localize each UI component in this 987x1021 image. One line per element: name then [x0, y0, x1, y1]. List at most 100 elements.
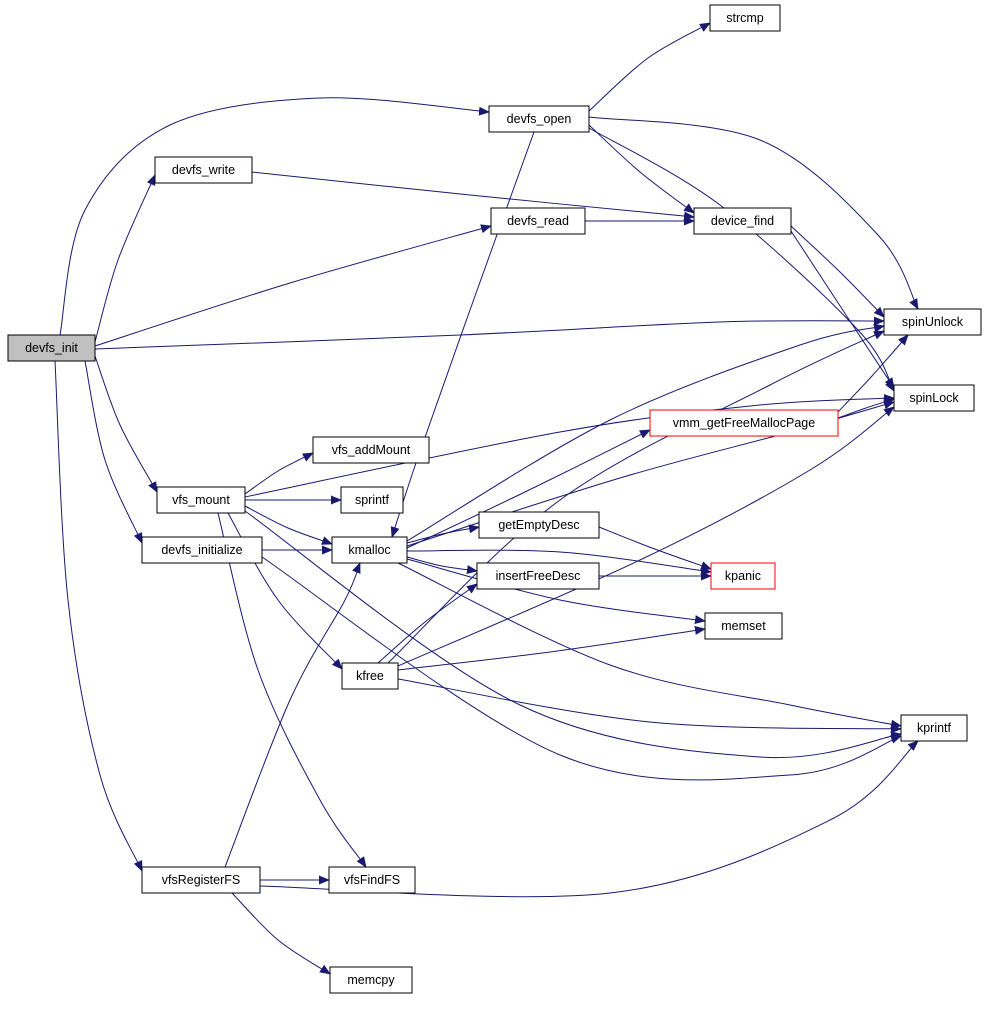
node-box-devfs_read[interactable] [490, 207, 586, 235]
node-vfsFindFS[interactable]: vfsFindFS [328, 866, 416, 894]
node-strcmp[interactable]: strcmp [709, 4, 781, 32]
node-insertFreeDesc[interactable]: insertFreeDesc [476, 562, 600, 590]
node-vfs_addMount[interactable]: vfs_addMount [312, 436, 430, 464]
node-kmalloc[interactable]: kmalloc [331, 536, 408, 564]
node-box-vmm_getFreeMallocPage[interactable] [649, 409, 839, 437]
node-box-vfs_addMount[interactable] [312, 436, 430, 464]
node-memset[interactable]: memset [704, 612, 783, 640]
node-box-spinLock[interactable] [893, 384, 975, 412]
node-label-sprintf: sprintf [355, 493, 390, 507]
edge-devfs_open-to-spinUnlock [588, 116, 919, 310]
edge-vfs_mount-to-kprintf [244, 510, 902, 759]
node-getEmptyDesc[interactable]: getEmptyDesc [478, 511, 600, 539]
node-box-kfree[interactable] [341, 662, 399, 690]
node-devfs_init: devfs_init [7, 334, 96, 362]
node-label-insertFreeDesc: insertFreeDesc [496, 569, 581, 583]
node-vfs_mount[interactable]: vfs_mount [156, 486, 246, 514]
node-box-getEmptyDesc[interactable] [478, 511, 600, 539]
node-box-vfsRegisterFS[interactable] [141, 866, 261, 894]
node-box-memcpy[interactable] [329, 966, 413, 994]
node-label-devfs_initialize: devfs_initialize [161, 543, 242, 557]
edge-devfs_init-to-devfs_open [59, 97, 490, 336]
edge-device_find-to-spinLock [790, 230, 895, 389]
node-label-device_find: device_find [711, 214, 774, 228]
node-box-sprintf[interactable] [340, 486, 404, 514]
node-label-getEmptyDesc: getEmptyDesc [498, 518, 579, 532]
edge-devfs_write-to-device_find [251, 171, 695, 221]
node-box-devfs_initialize[interactable] [141, 536, 263, 564]
edge-vfs_mount-to-kmalloc [244, 505, 333, 545]
node-label-devfs_read: devfs_read [507, 214, 569, 228]
edge-devfs_open-to-kmalloc [390, 131, 535, 538]
node-memcpy[interactable]: memcpy [329, 966, 413, 994]
edge-devfs_init-to-devfs_read [94, 224, 492, 347]
edge-devfs_init-to-vfs_mount [94, 355, 158, 493]
node-label-spinLock: spinLock [909, 391, 959, 405]
edge-vfs_mount-to-spinLock [244, 394, 895, 498]
edge-kfree-to-spinLock [397, 406, 895, 667]
node-label-spinUnlock: spinUnlock [902, 315, 964, 329]
node-sprintf[interactable]: sprintf [340, 486, 404, 514]
node-label-kmalloc: kmalloc [348, 543, 390, 557]
node-devfs_initialize[interactable]: devfs_initialize [141, 536, 263, 564]
edge-devfs_open-to-spinLock [588, 127, 895, 392]
edge-kfree-to-spinUnlock [387, 330, 885, 664]
node-box-devfs_write[interactable] [154, 156, 253, 184]
edge-kmalloc-to-memset [406, 558, 706, 625]
node-box-memset[interactable] [704, 612, 783, 640]
node-kprintf[interactable]: kprintf [900, 714, 968, 742]
node-box-vfs_mount[interactable] [156, 486, 246, 514]
node-label-vmm_getFreeMallocPage: vmm_getFreeMallocPage [673, 416, 815, 430]
node-vfsRegisterFS[interactable]: vfsRegisterFS [141, 866, 261, 894]
edge-kmalloc-to-vmm_getFreeMallocPage [406, 429, 651, 549]
node-kpanic[interactable]: kpanic [710, 562, 776, 590]
node-spinLock[interactable]: spinLock [893, 384, 975, 412]
node-label-memcpy: memcpy [347, 973, 395, 987]
edge-kmalloc-to-kprintf [397, 562, 902, 729]
node-box-kprintf[interactable] [900, 714, 968, 742]
edge-vmm_getFreeMallocPage-to-spinLock [837, 397, 895, 419]
node-label-vfs_addMount: vfs_addMount [332, 443, 411, 457]
edge-devfs_init-to-vfsRegisterFS [54, 360, 143, 872]
edge-vmm_getFreeMallocPage-to-spinUnlock [837, 334, 909, 413]
node-label-memset: memset [721, 619, 766, 633]
edge-kfree-to-kprintf [397, 678, 902, 734]
edge-kfree-to-insertFreeDesc [377, 583, 478, 664]
edge-vfs_mount-to-kfree [227, 512, 343, 670]
node-box-vfsFindFS[interactable] [328, 866, 416, 894]
edge-vfsRegisterFS-to-kmalloc [224, 562, 361, 868]
edge-devfs_open-to-strcmp [588, 22, 711, 112]
node-box-strcmp[interactable] [709, 4, 781, 32]
node-label-vfsFindFS: vfsFindFS [344, 873, 400, 887]
node-device_find[interactable]: device_find [693, 207, 792, 235]
node-box-kmalloc[interactable] [331, 536, 408, 564]
edge-kfree-to-memset [397, 626, 706, 671]
edge-vfsRegisterFS-to-memcpy [231, 892, 331, 975]
edge-devfs_init-to-devfs_initialize [84, 360, 143, 544]
node-label-vfsRegisterFS: vfsRegisterFS [162, 873, 241, 887]
edge-kmalloc-to-spinUnlock [406, 323, 885, 542]
edge-devfs_open-to-device_find [588, 124, 695, 214]
node-box-spinUnlock[interactable] [883, 308, 982, 336]
node-box-devfs_open[interactable] [488, 105, 590, 133]
node-label-devfs_init: devfs_init [25, 341, 78, 355]
edge-kmalloc-to-getEmptyDesc [406, 524, 480, 544]
node-label-strcmp: strcmp [726, 11, 764, 25]
node-devfs_open[interactable]: devfs_open [488, 105, 590, 133]
node-box-kpanic[interactable] [710, 562, 776, 590]
node-spinUnlock[interactable]: spinUnlock [883, 308, 982, 336]
node-vmm_getFreeMallocPage[interactable]: vmm_getFreeMallocPage [649, 409, 839, 437]
node-label-devfs_open: devfs_open [507, 112, 572, 126]
node-box-device_find[interactable] [693, 207, 792, 235]
edge-devfs_init-to-devfs_write [94, 174, 156, 343]
node-box-insertFreeDesc[interactable] [476, 562, 600, 590]
node-label-devfs_write: devfs_write [172, 163, 235, 177]
node-kfree[interactable]: kfree [341, 662, 399, 690]
edge-devfs_initialize-to-kprintf [261, 556, 902, 781]
node-label-kpanic: kpanic [725, 569, 761, 583]
node-devfs_read[interactable]: devfs_read [490, 207, 586, 235]
node-devfs_write[interactable]: devfs_write [154, 156, 253, 184]
